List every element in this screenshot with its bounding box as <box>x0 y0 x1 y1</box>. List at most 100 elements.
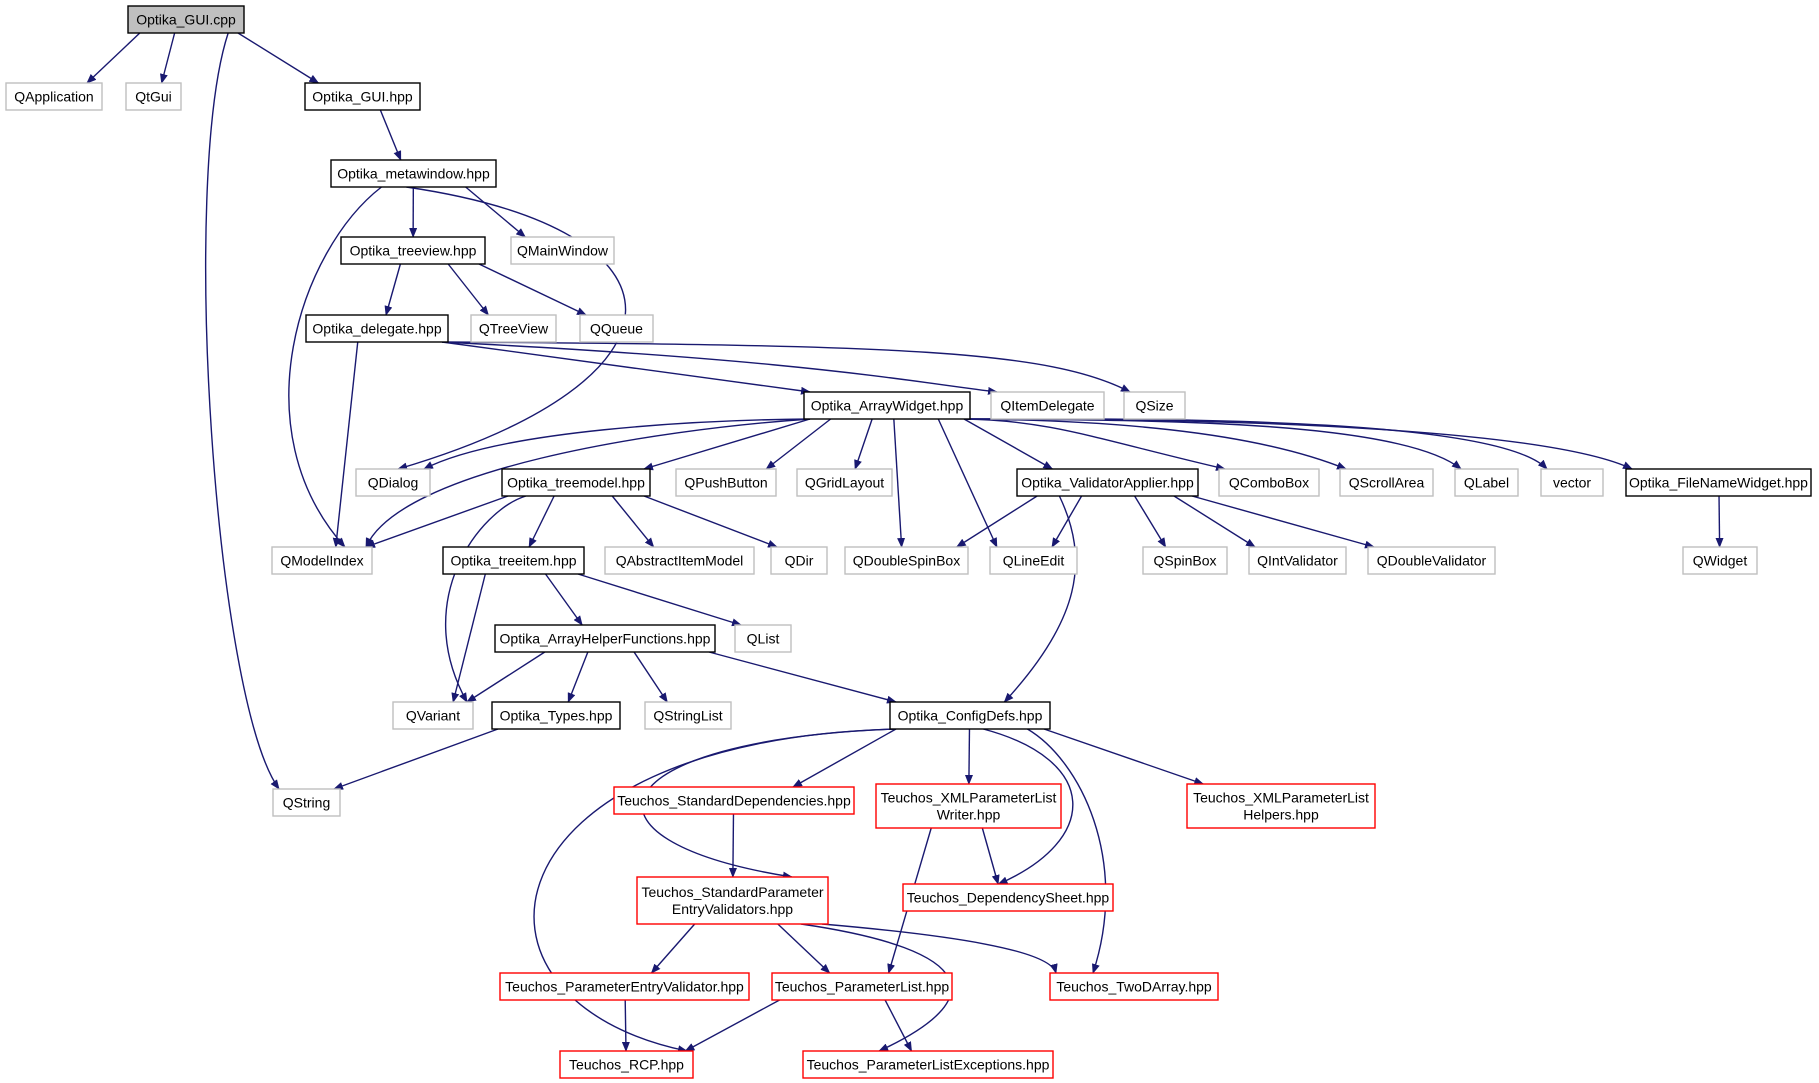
node-configdefs[interactable]: Optika_ConfigDefs.hpp <box>889 701 1051 730</box>
node-qtgui[interactable]: QtGui <box>125 82 182 111</box>
node-qintvalidator[interactable]: QIntValidator <box>1248 546 1347 575</box>
node-qscrollarea[interactable]: QScrollArea <box>1339 468 1434 497</box>
node-label: QDoubleSpinBox <box>853 553 960 569</box>
node-qmainwindow[interactable]: QMainWindow <box>510 236 615 265</box>
node-label: QString <box>283 795 330 811</box>
node-depsheet[interactable]: Teuchos_DependencySheet.hpp <box>902 883 1114 912</box>
edge-arraywidget-to-filenamewidget <box>963 418 1633 470</box>
node-qcombobox[interactable]: QComboBox <box>1218 468 1320 497</box>
edge-path <box>893 418 906 548</box>
node-root[interactable]: Optika_GUI.cpp <box>127 5 245 34</box>
node-box <box>734 624 792 653</box>
edge-path <box>451 573 487 703</box>
node-stdvalidators[interactable]: Teuchos_StandardParameterEntryValidators… <box>636 876 829 925</box>
node-stddeps[interactable]: Teuchos_StandardDependencies.hpp <box>613 786 855 815</box>
node-qtreeview[interactable]: QTreeView <box>470 314 557 343</box>
node-qdoublevalidator[interactable]: QDoubleValidator <box>1367 546 1496 575</box>
edge-path <box>981 827 1000 885</box>
node-box <box>1339 468 1434 497</box>
node-filenamewidget[interactable]: Optika_FileNameWidget.hpp <box>1625 468 1812 497</box>
node-treemodel[interactable]: Optika_treemodel.hpp <box>501 468 651 497</box>
node-box <box>559 1050 694 1079</box>
node-qstringlist[interactable]: QStringList <box>644 701 732 730</box>
edge-treemodel-to-qabstractitemmodel <box>611 495 655 548</box>
node-box <box>902 883 1114 912</box>
node-arrayhelper[interactable]: Optika_ArrayHelperFunctions.hpp <box>494 624 716 653</box>
node-box <box>271 546 373 575</box>
node-types[interactable]: Optika_Types.hpp <box>491 701 621 730</box>
node-box <box>5 82 103 111</box>
node-qqueue[interactable]: QQueue <box>579 314 654 343</box>
node-label: QPushButton <box>684 475 767 491</box>
edge-path <box>643 418 811 471</box>
node-qspinbox[interactable]: QSpinBox <box>1142 546 1228 575</box>
node-label: Optika_treeview.hpp <box>350 243 477 259</box>
edge-path <box>1027 728 1107 974</box>
node-qwidget[interactable]: QWidget <box>1682 546 1758 575</box>
node-label: Optika_delegate.hpp <box>312 321 441 337</box>
node-qdialog[interactable]: QDialog <box>355 468 431 497</box>
node-qlabel[interactable]: QLabel <box>1454 468 1519 497</box>
node-metawindow[interactable]: Optika_metawindow.hpp <box>330 159 497 188</box>
edge-path <box>205 32 280 790</box>
node-qlist[interactable]: QList <box>734 624 792 653</box>
node-treeitem[interactable]: Optika_treeitem.hpp <box>442 546 585 575</box>
node-qitemdelegate[interactable]: QItemDelegate <box>990 391 1105 420</box>
node-paramexceptions[interactable]: Teuchos_ParameterListExceptions.hpp <box>802 1050 1054 1079</box>
node-box <box>340 236 486 265</box>
node-qvariant[interactable]: QVariant <box>392 701 474 730</box>
node-qdir[interactable]: QDir <box>770 546 828 575</box>
node-qabstractitemmodel[interactable]: QAbstractItemModel <box>604 546 755 575</box>
node-label: QQueue <box>590 321 643 337</box>
node-rcp[interactable]: Teuchos_RCP.hpp <box>559 1050 694 1079</box>
node-qgridlayout[interactable]: QGridLayout <box>796 468 893 497</box>
node-box <box>875 783 1062 829</box>
edge-treeview-to-delegate <box>384 263 402 316</box>
edge-path <box>1003 495 1077 703</box>
node-qlineedit[interactable]: QLineEdit <box>989 546 1078 575</box>
node-twodarray[interactable]: Teuchos_TwoDArray.hpp <box>1049 972 1219 1001</box>
node-label: QVariant <box>406 708 460 724</box>
edge-path <box>821 923 1058 974</box>
edge-path <box>160 32 176 84</box>
node-validatorapplier[interactable]: Optika_ValidatorApplier.hpp <box>1016 468 1199 497</box>
edge-path <box>441 341 998 395</box>
node-qapplication[interactable]: QApplication <box>5 82 103 111</box>
node-qmodelindex[interactable]: QModelIndex <box>271 546 373 575</box>
edge-path <box>964 728 973 785</box>
node-qsize[interactable]: QSize <box>1123 391 1186 420</box>
node-qstring[interactable]: QString <box>272 788 341 817</box>
node-box <box>889 701 1051 730</box>
node-vector[interactable]: vector <box>1540 468 1604 497</box>
node-entryvalidator[interactable]: Teuchos_ParameterEntryValidator.hpp <box>499 972 750 1001</box>
edge-path <box>884 999 913 1052</box>
edge-gui_hpp-to-metawindow <box>379 109 402 161</box>
node-label: QLineEdit <box>1003 553 1065 569</box>
edge-arraywidget-to-qgridlayout <box>854 418 873 470</box>
edge-configdefs-to-xmlhelpers <box>1043 728 1205 785</box>
node-paramlist[interactable]: Teuchos_ParameterList.hpp <box>771 972 953 1001</box>
edge-path <box>567 651 589 703</box>
edge-path <box>650 923 696 974</box>
node-arraywidget[interactable]: Optika_ArrayWidget.hpp <box>803 391 971 420</box>
edge-path <box>633 651 668 703</box>
node-qdoublespinbox[interactable]: QDoubleSpinBox <box>844 546 969 575</box>
node-box <box>1454 468 1519 497</box>
edge-configdefs-to-stddeps <box>792 728 897 788</box>
edge-path <box>478 263 587 316</box>
node-delegate[interactable]: Optika_delegate.hpp <box>305 314 449 343</box>
node-label: Writer.hpp <box>937 807 1001 823</box>
node-label: QSize <box>1135 398 1173 414</box>
node-label: QSpinBox <box>1153 553 1216 569</box>
node-treeview[interactable]: Optika_treeview.hpp <box>340 236 486 265</box>
node-box <box>636 876 829 925</box>
node-label: Teuchos_XMLParameterList <box>881 790 1057 806</box>
node-gui_hpp[interactable]: Optika_GUI.hpp <box>304 82 421 111</box>
node-qpushbutton[interactable]: QPushButton <box>675 468 777 497</box>
node-box <box>1682 546 1758 575</box>
edge-path <box>792 728 897 788</box>
